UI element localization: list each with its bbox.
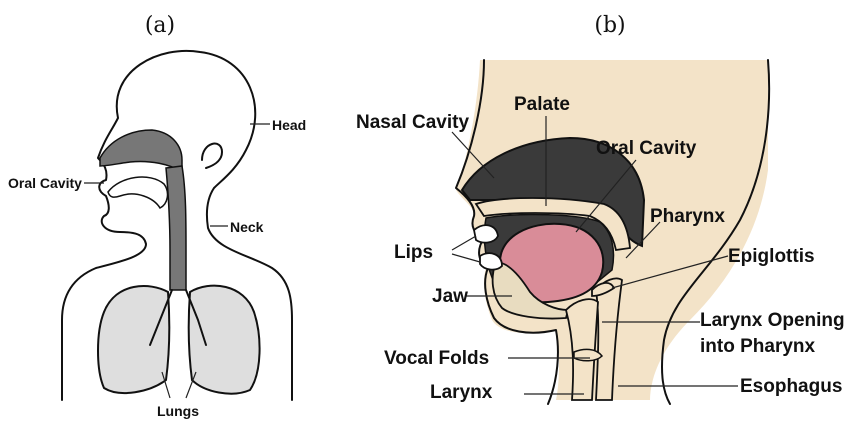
label-vocal-folds: Vocal Folds	[384, 348, 489, 369]
label-neck: Neck	[230, 219, 264, 235]
label-oral-cavity-b: Oral Cavity	[596, 138, 697, 159]
label-palate: Palate	[514, 94, 570, 115]
label-esophagus: Esophagus	[740, 376, 842, 397]
nasal-cavity-shape	[100, 130, 182, 172]
airway-tube	[166, 166, 186, 290]
right-lung	[189, 286, 260, 394]
label-jaw: Jaw	[432, 286, 468, 307]
label-lips: Lips	[394, 242, 433, 263]
label-larynx: Larynx	[430, 382, 493, 403]
label-larynx-opening-line2: into Pharynx	[700, 336, 816, 357]
lower-lip	[480, 253, 502, 269]
oral-cavity-shape	[108, 177, 167, 208]
panel-b: (b)	[356, 13, 845, 404]
upper-lip	[474, 225, 498, 242]
panel-a-caption: (a)	[145, 13, 175, 38]
ear-shape	[202, 144, 222, 168]
label-nasal-cavity: Nasal Cavity	[356, 112, 469, 133]
label-epiglottis: Epiglottis	[728, 246, 815, 267]
panel-a: (a) Head Oral Cavity Neck Lungs	[8, 13, 306, 419]
label-lungs: Lungs	[157, 403, 199, 419]
label-head: Head	[272, 117, 306, 133]
left-lung	[98, 286, 169, 393]
panel-b-caption: (b)	[594, 13, 625, 38]
label-larynx-opening-line1: Larynx Opening	[700, 310, 845, 331]
label-oral-cavity-a: Oral Cavity	[8, 175, 82, 191]
label-pharynx: Pharynx	[650, 206, 725, 227]
